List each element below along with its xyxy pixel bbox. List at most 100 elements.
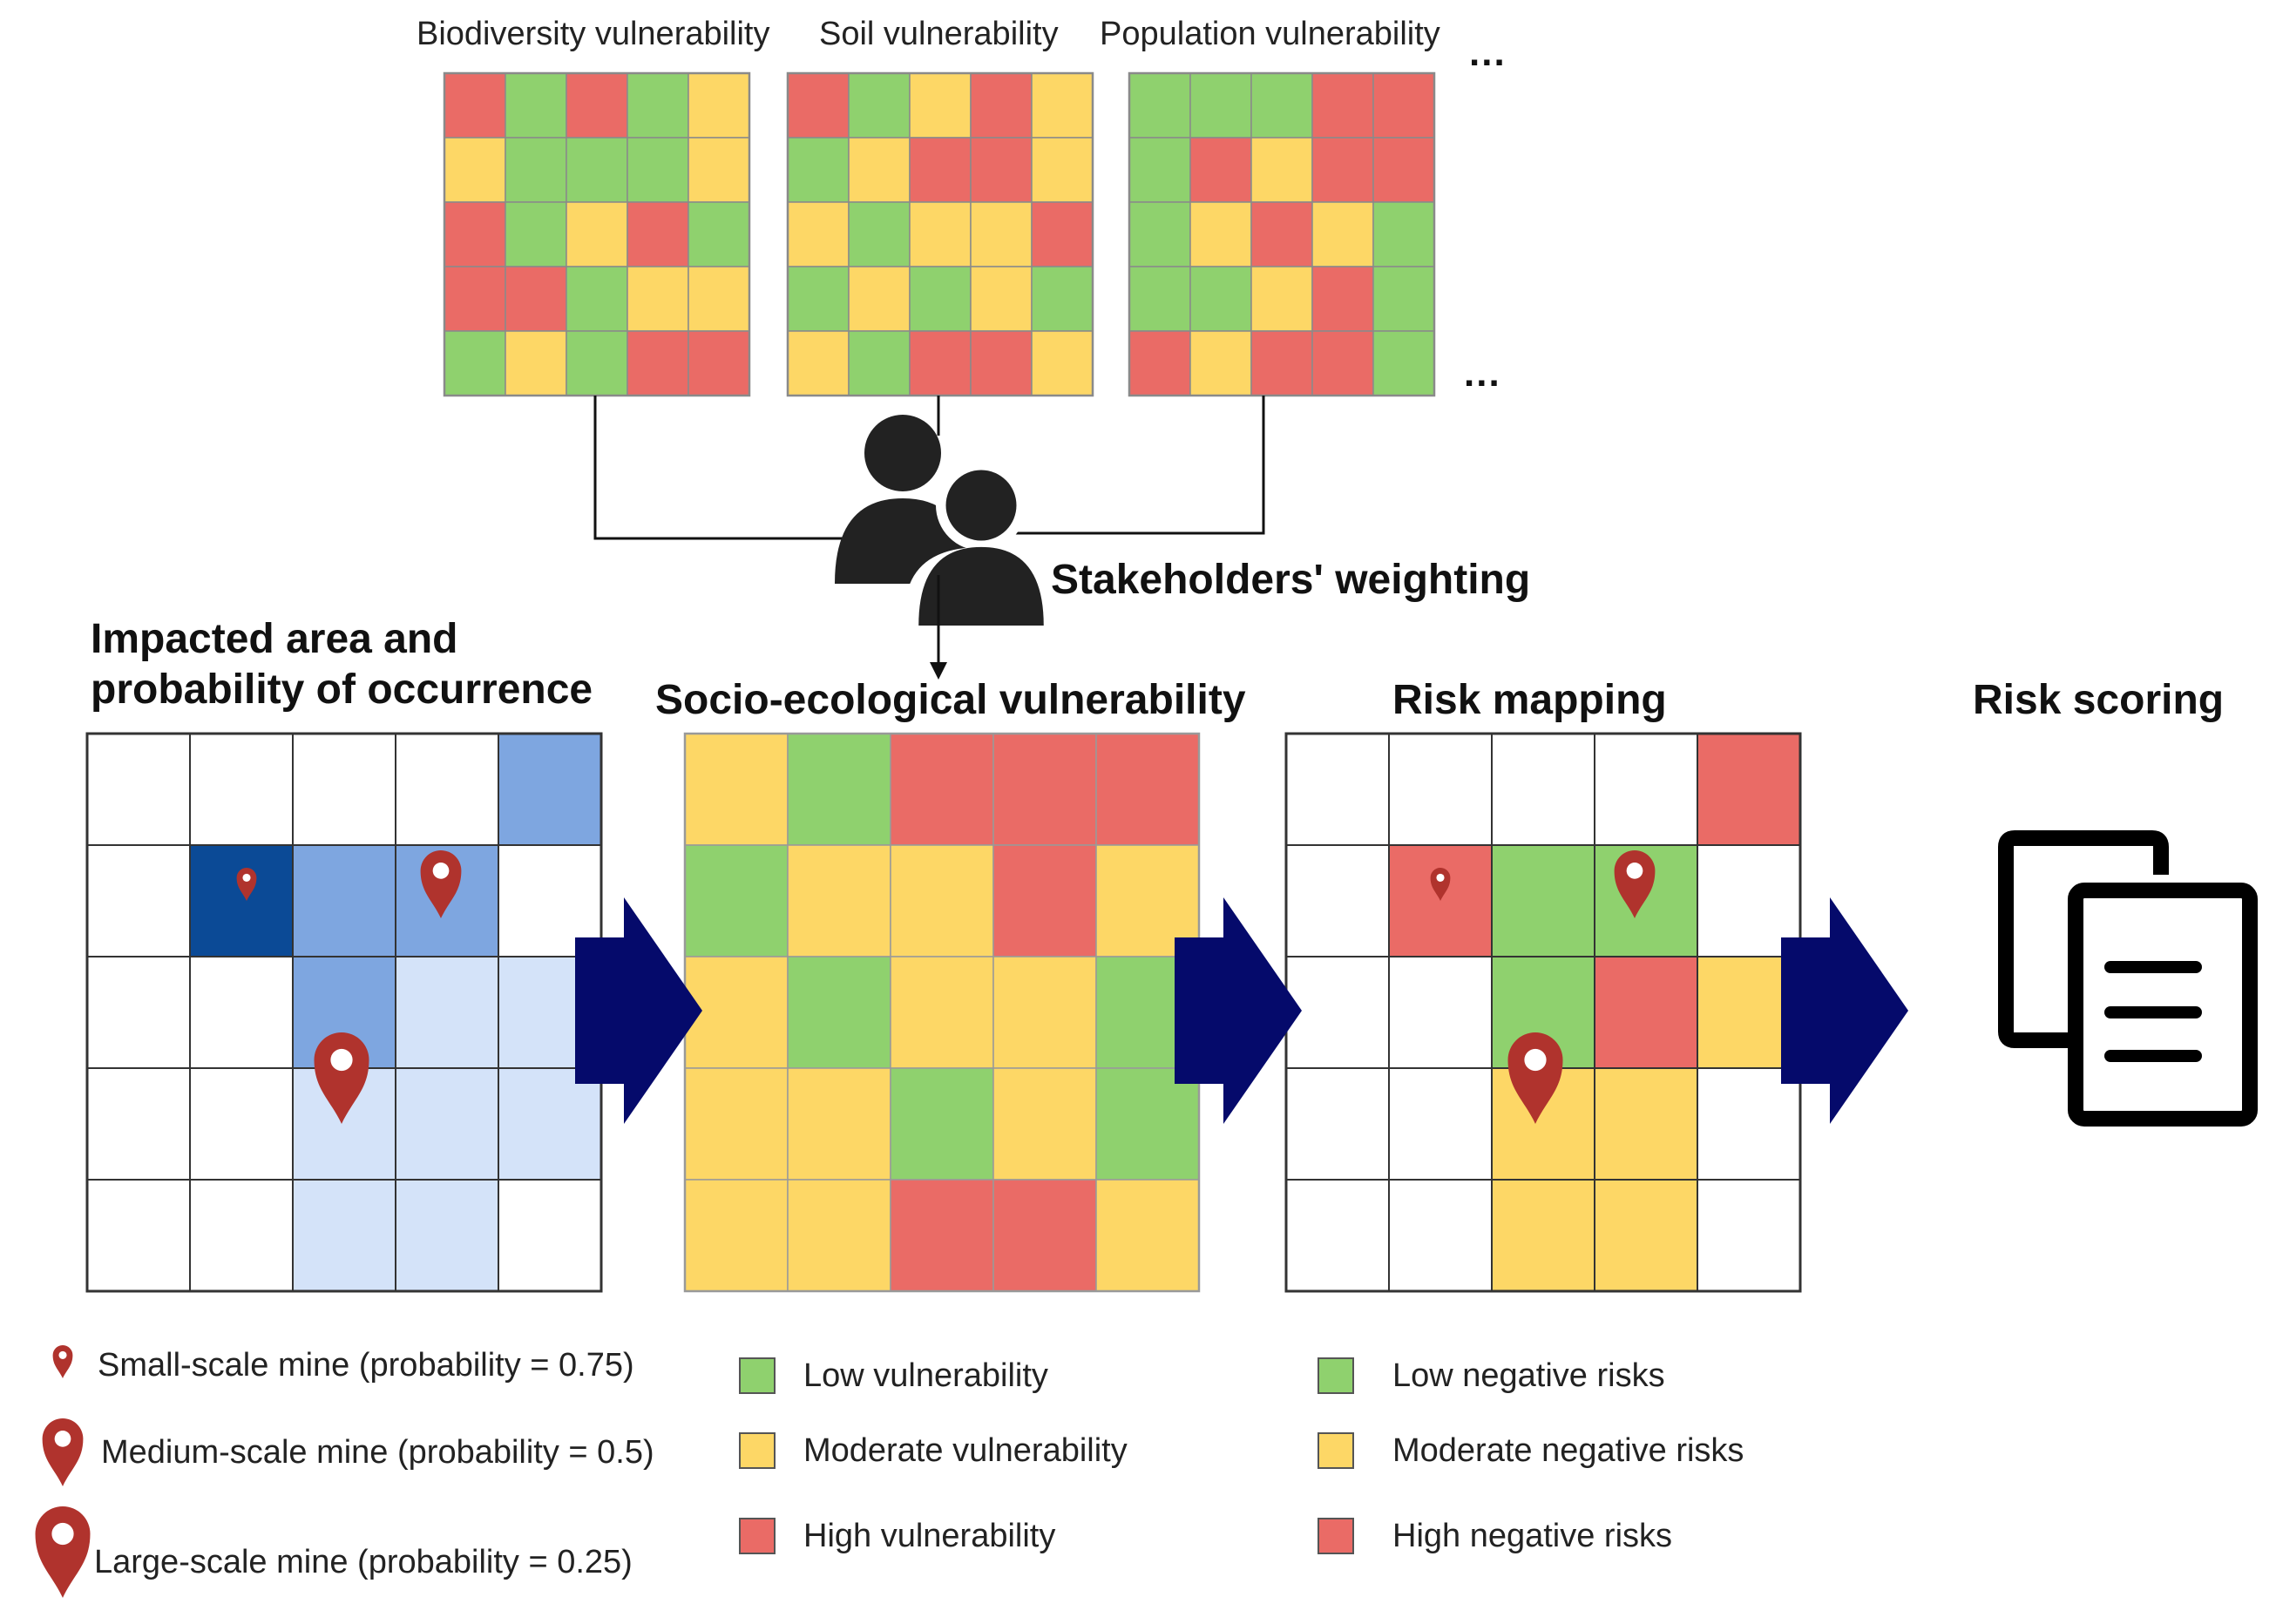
small-mine-pin-impacted (236, 867, 257, 901)
person-icon-back-head (864, 415, 941, 491)
impacted-area-map-cell (395, 1067, 499, 1181)
medium-mine-pin-impacted-hole (432, 863, 450, 879)
biodiversity-vulnerability-map-cell (505, 72, 567, 139)
risk-mapping-map-cell (1285, 1067, 1390, 1181)
legend-low-vulnerability-swatch (739, 1357, 776, 1394)
connector-line-right (976, 396, 1265, 535)
population-vulnerability-map-border (1128, 71, 1436, 397)
population-vulnerability-map-cell (1128, 266, 1191, 332)
risk-mapping-map-cell (1285, 956, 1390, 1069)
population-vulnerability-map-cell (1372, 201, 1435, 267)
risk-mapping-map-cell (1285, 733, 1390, 846)
population-vulnerability-map-cell (1189, 201, 1252, 267)
soil-vulnerability-map-cell (848, 137, 911, 203)
legend-high-risk-swatch (1318, 1518, 1354, 1554)
soil-vulnerability-map-cell (909, 330, 972, 396)
socio-ecological-vulnerability-map-cell (787, 844, 891, 957)
weighting-arrow-head (930, 662, 947, 680)
legend-large-mine-pin-shape (35, 1506, 91, 1598)
soil-vulnerability-map-cell (970, 72, 1033, 139)
risk-mapping-map-cell (1697, 1179, 1801, 1292)
medium-mine-pin-risk-shape (1614, 850, 1656, 918)
stakeholders-weighting-label: Stakeholders' weighting (1051, 557, 1531, 603)
soil-vulnerability-map-cell (970, 330, 1033, 396)
impacted-area-map-cell (498, 1179, 602, 1292)
large-mine-pin-risk-hole (1524, 1048, 1547, 1072)
impacted-area-map-cell (395, 956, 499, 1069)
biodiversity-vulnerability-map-border (443, 71, 751, 397)
socio-ecological-vulnerability-map-cell (890, 844, 994, 957)
biodiversity-vulnerability-map-cell (688, 266, 750, 332)
legend-large-mine-pin (35, 1506, 91, 1598)
biodiversity-vulnerability-map-cell (505, 137, 567, 203)
population-vulnerability-map-cell (1189, 266, 1252, 332)
soil-vulnerability-map-cell (787, 266, 850, 332)
impacted-area-map-cell (86, 733, 191, 846)
population-vulnerability-map (1128, 71, 1436, 397)
impacted-area-map-cell (86, 844, 191, 957)
socio-ecological-vulnerability-map-cell (787, 1067, 891, 1181)
population-vulnerability-map-cell (1311, 330, 1374, 396)
socio-ecological-vulnerability-map-cell (787, 956, 891, 1069)
large-mine-pin-impacted-shape (314, 1032, 369, 1124)
impacted-area-map-cell (498, 733, 602, 846)
population-vulnerability-map-cell (1250, 266, 1313, 332)
risk-mapping-map-cell (1594, 1179, 1698, 1292)
population-vulnerability-map-cell (1311, 72, 1374, 139)
biodiversity-vulnerability-map-cell (444, 72, 506, 139)
impacted-area-map-cell (189, 1179, 294, 1292)
risk-mapping-map-cell (1285, 1179, 1390, 1292)
biodiversity-vulnerability-map-cell (627, 201, 689, 267)
small-mine-pin-risk-shape (1430, 868, 1451, 901)
risk-mapping-map-cell (1594, 956, 1698, 1069)
population-vulnerability-map-cell (1128, 72, 1191, 139)
legend-moderate-vulnerability-label: Moderate vulnerability (803, 1432, 1128, 1469)
legend-medium-mine-pin-hole (54, 1431, 71, 1447)
risk-mapping-map-cell (1388, 733, 1493, 846)
soil-vulnerability-map-cell (1031, 137, 1094, 203)
socio-ecological-vulnerability-map-cell (992, 1067, 1097, 1181)
legend-low-risk-label: Low negative risks (1392, 1357, 1665, 1394)
small-mine-pin-risk-hole (1436, 873, 1445, 882)
impacted-area-map-cell (292, 733, 396, 846)
biodiversity-vulnerability-map-cell (566, 330, 628, 396)
legend-small-mine-pin-shape (52, 1344, 73, 1378)
risk-mapping-map-cell (1491, 1179, 1595, 1292)
impacted-area-map (85, 732, 603, 1293)
socio-ecological-vulnerability-map-cell (1095, 1067, 1200, 1181)
population-vulnerability-map-cell (1250, 72, 1313, 139)
legend-moderate-risk-swatch (1318, 1432, 1354, 1469)
legend-medium-mine-pin (42, 1418, 84, 1486)
impacted-area-map-cell (395, 733, 499, 846)
risk-mapping-map-cell (1594, 733, 1698, 846)
soil-vulnerability-map-cell (970, 266, 1033, 332)
socio-ecological-vulnerability-map (683, 732, 1201, 1293)
person-icon-front (918, 470, 1044, 626)
impacted-area-title-line2: probability of occurrence (91, 667, 593, 713)
population-vulnerability-map-cell (1128, 137, 1191, 203)
population-vulnerability-map-cell (1372, 137, 1435, 203)
impacted-area-map-cell (86, 1067, 191, 1181)
population-vulnerability-map-cell (1311, 266, 1374, 332)
large-mine-pin-impacted (314, 1032, 369, 1124)
socio-ecological-vulnerability-map-cell (684, 1179, 789, 1292)
population-vulnerability-map-cell (1372, 266, 1435, 332)
impacted-area-map-cell (86, 1179, 191, 1292)
process-arrow-2 (1175, 897, 1302, 1124)
socio-ecological-vulnerability-map-cell (890, 1067, 994, 1181)
impacted-area-map-cell (189, 956, 294, 1069)
population-vulnerability-map-cell (1189, 330, 1252, 396)
biodiversity-vulnerability-map-cell (444, 330, 506, 396)
biodiversity-vulnerability-map-cell (505, 201, 567, 267)
soil-vulnerability-map-cell (909, 201, 972, 267)
biodiversity-vulnerability-map-cell (444, 201, 506, 267)
soil-vulnerability-map-cell (848, 266, 911, 332)
population-vulnerability-map-cell (1250, 201, 1313, 267)
impacted-area-map-cell (189, 1067, 294, 1181)
biodiversity-vulnerability-map-cell (566, 72, 628, 139)
population-vulnerability-map-cell (1250, 330, 1313, 396)
soil-vulnerability-map-cell (1031, 266, 1094, 332)
population-vulnerability-map-cell (1372, 330, 1435, 396)
process-arrow-1 (575, 897, 702, 1124)
risk-mapping-map (1284, 732, 1802, 1293)
